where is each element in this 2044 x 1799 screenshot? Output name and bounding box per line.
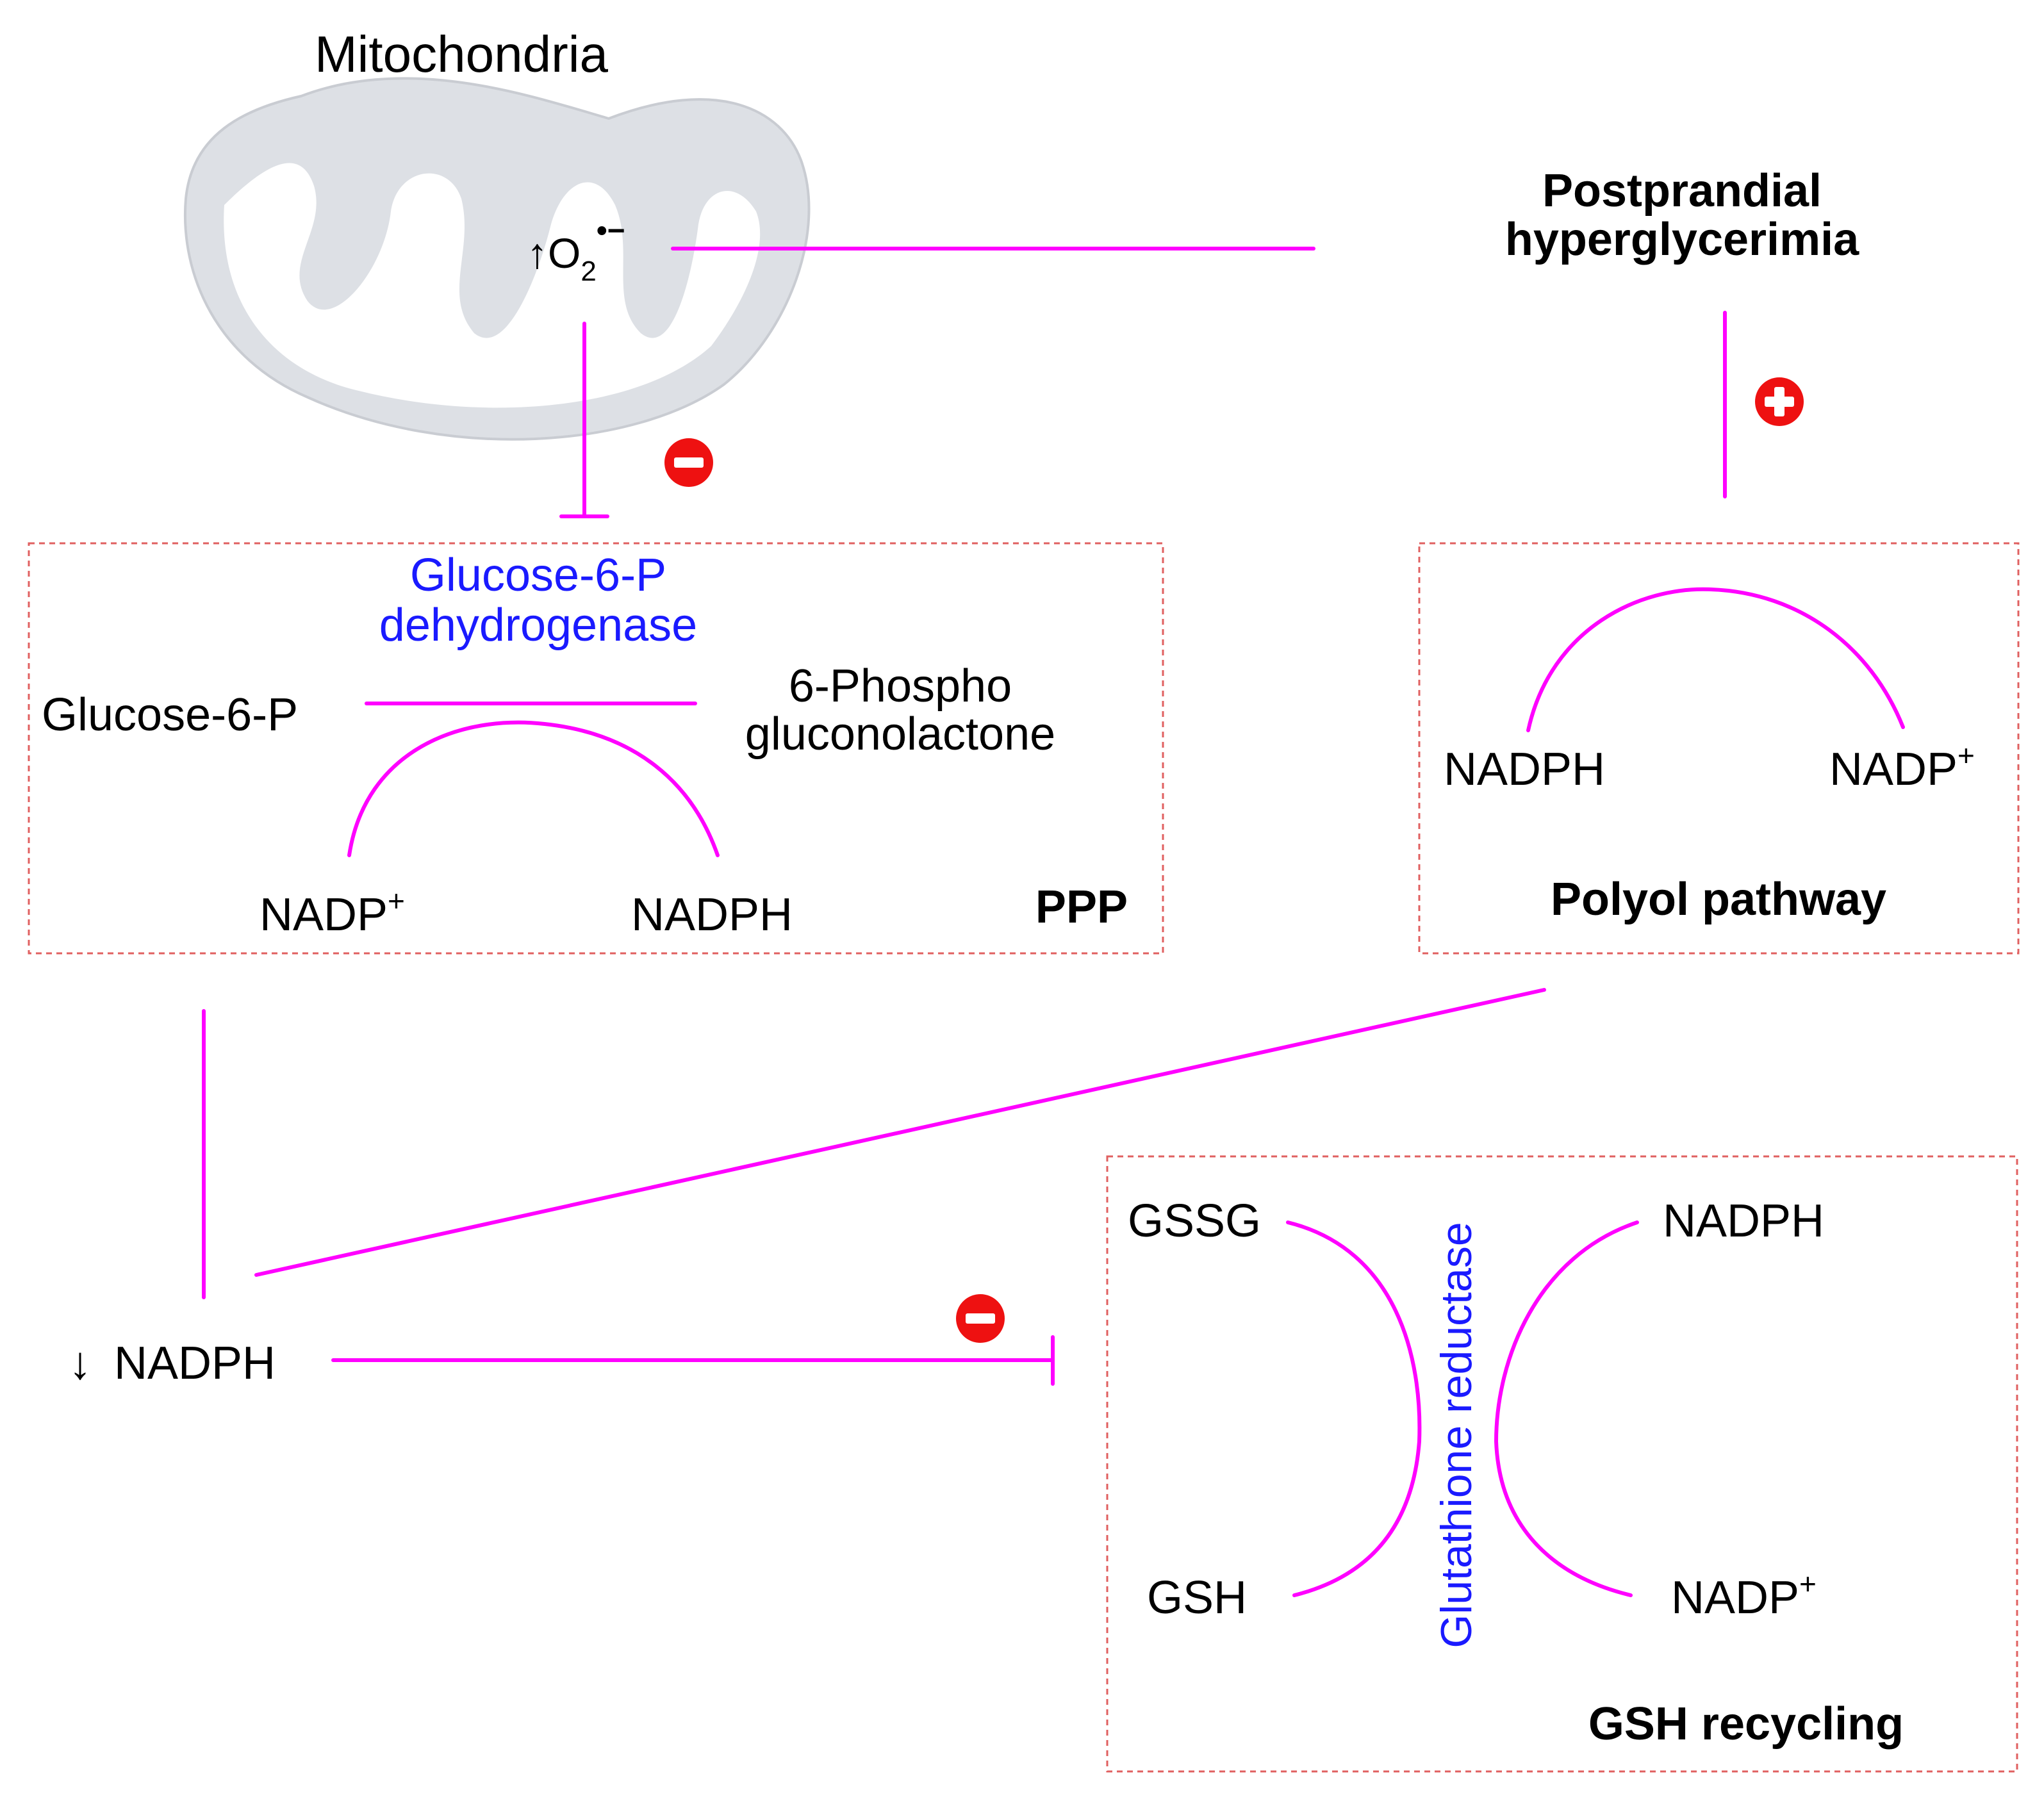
- polyol-box: [1418, 542, 2020, 955]
- svg-text:↑O2•−: ↑O2•−: [527, 214, 625, 287]
- mitochondria-title: Mitochondria: [315, 26, 609, 83]
- ppp-product-line1: 6-Phospho: [789, 661, 1012, 712]
- gssg-label: GSSG: [1128, 1195, 1261, 1247]
- gsh-recycling-label: GSH recycling: [1588, 1698, 1904, 1750]
- arrow-gssg-to-gsh: [1286, 1220, 1422, 1597]
- polyol-nadph: NADPH: [1444, 744, 1605, 795]
- arrow-polyol-to-nadph: [254, 988, 1546, 1277]
- superoxide-subscript: 2: [581, 256, 596, 287]
- arrow-ppp-cofactor: [347, 720, 720, 857]
- polyol-nadp: NADP+: [1829, 739, 1975, 795]
- g6pd-enzyme-line2: dehydrogenase: [379, 600, 697, 651]
- gsh-label: GSH: [1147, 1572, 1247, 1623]
- ppp-nadph: NADPH: [631, 889, 793, 941]
- gsh-nadp-label: NADP+: [1671, 1567, 1817, 1623]
- ppp-box: [28, 542, 1164, 955]
- ppp-label: PPP: [1035, 882, 1128, 933]
- minus-sign-icon: [956, 1294, 1005, 1343]
- minus-sign-icon: [664, 438, 713, 487]
- plus-sign-icon: [1755, 377, 1804, 426]
- glutathione-reductase-label: Glutathione reductase: [1432, 1222, 1481, 1648]
- ppp-substrate: Glucose-6-P: [42, 689, 298, 741]
- nadph-decrease-arrow: ↓: [69, 1338, 92, 1389]
- nadph-decrease-label: NADPH: [114, 1338, 276, 1389]
- postprandial-line2: hyperglycerimia: [1505, 214, 1859, 265]
- arrow-polyol-cofactor: [1526, 587, 1905, 732]
- mitochondria-icon: [184, 77, 811, 441]
- superoxide-label: ↑O2•−: [527, 214, 625, 287]
- gsh-nadph-label: NADPH: [1663, 1195, 1824, 1247]
- postprandial-line1: Postprandial: [1542, 165, 1822, 217]
- arrow-nadph-to-nadp: [1494, 1220, 1639, 1597]
- gsh-recycling-box: [1106, 1155, 2018, 1773]
- superoxide-superscript: •−: [597, 214, 625, 248]
- ppp-nadp: NADP+: [260, 884, 405, 941]
- polyol-label: Polyol pathway: [1551, 874, 1886, 925]
- superoxide-prefix: ↑O: [527, 229, 581, 277]
- g6pd-enzyme-line1: Glucose-6-P: [410, 550, 666, 601]
- ppp-product-line2: gluconolactone: [745, 709, 1055, 760]
